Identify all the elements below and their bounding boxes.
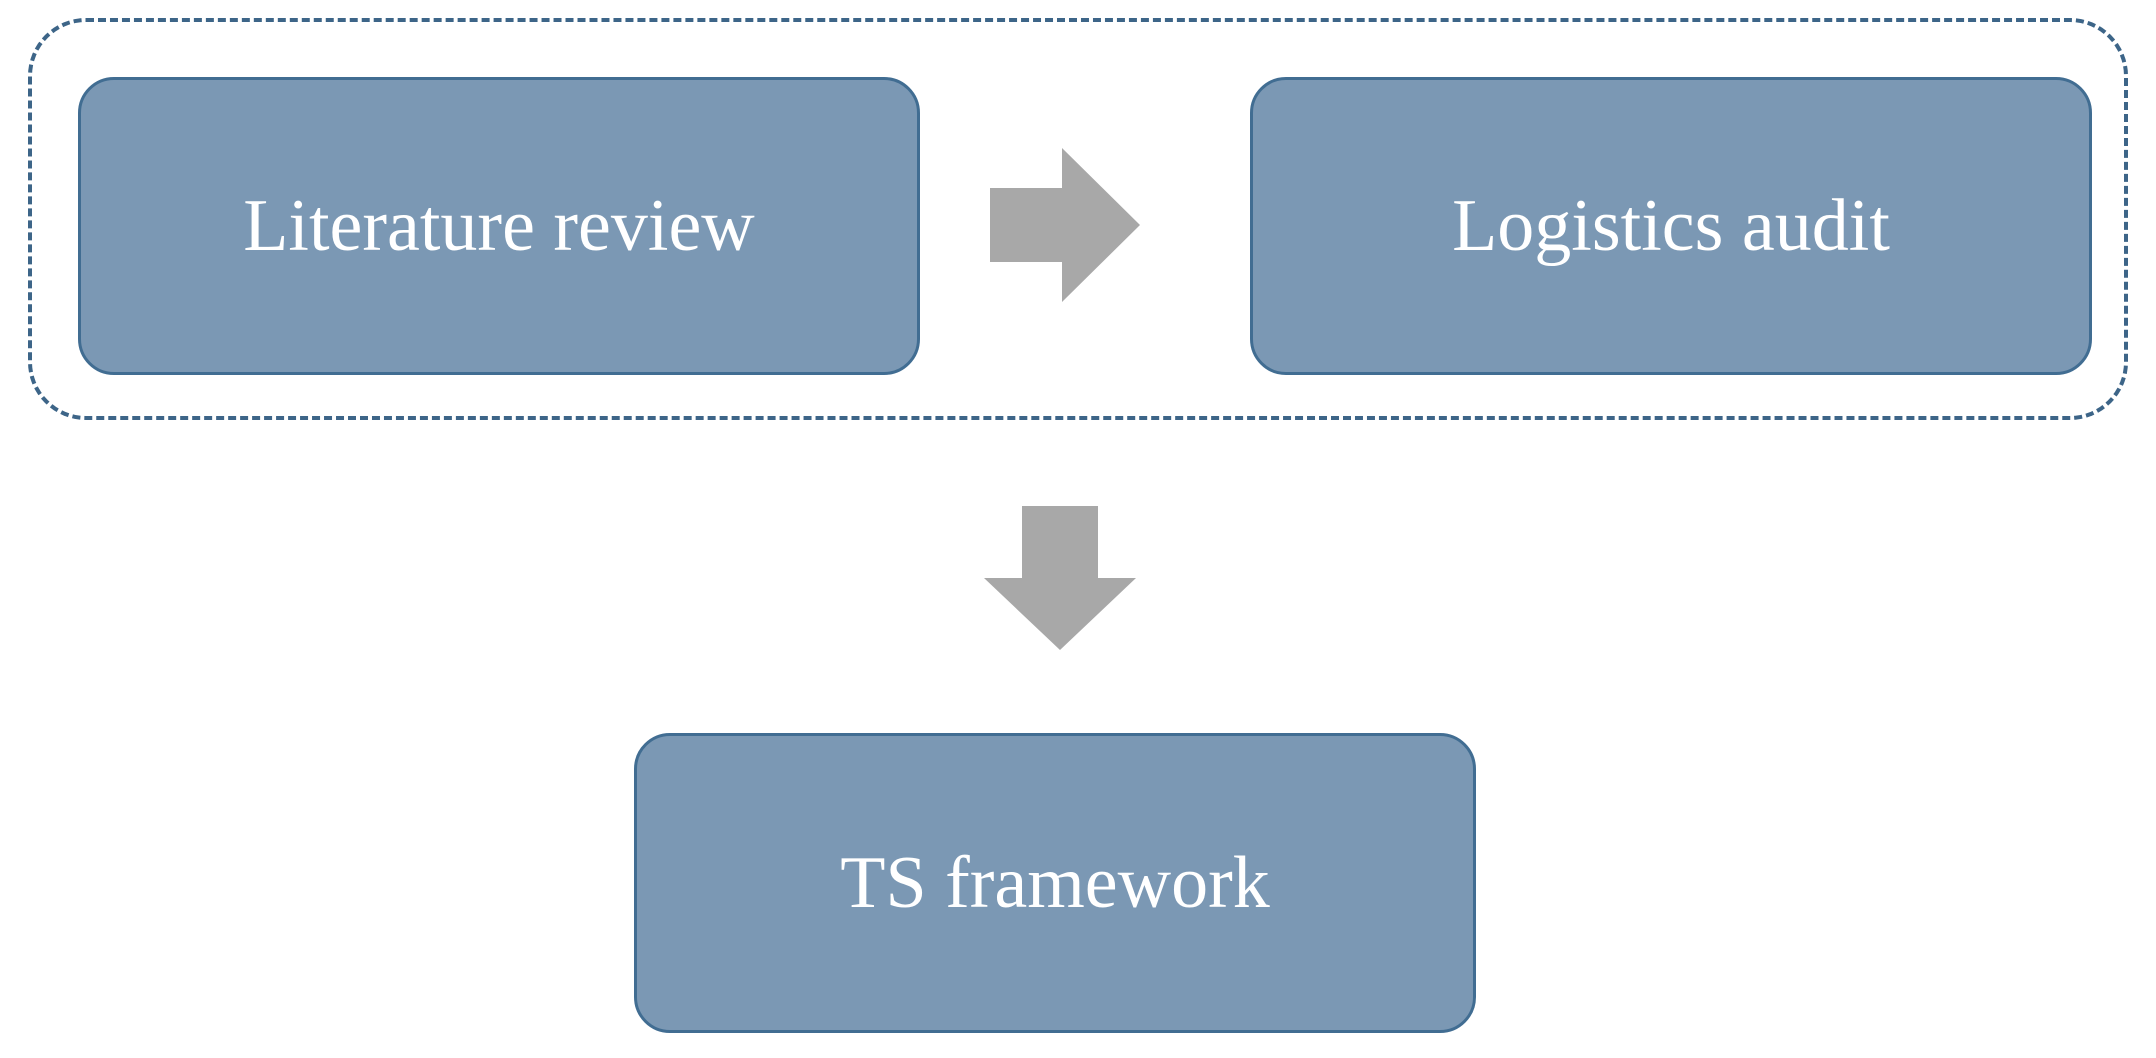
logistics-audit-label: Logistics audit bbox=[1452, 185, 1890, 267]
literature-review-box: Literature review bbox=[78, 77, 920, 375]
literature-review-label: Literature review bbox=[243, 185, 755, 267]
ts-framework-box: TS framework bbox=[634, 733, 1476, 1033]
ts-framework-label: TS framework bbox=[840, 842, 1270, 924]
logistics-audit-box: Logistics audit bbox=[1250, 77, 2092, 375]
dashed-group-frame bbox=[28, 18, 2128, 420]
down-arrow-icon bbox=[984, 506, 1136, 650]
right-arrow-icon bbox=[990, 148, 1140, 302]
